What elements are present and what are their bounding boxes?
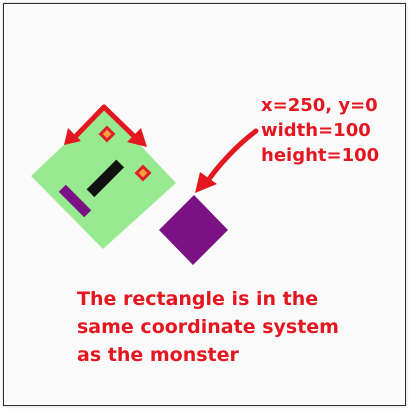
annotation-position: x=250, y=0: [261, 95, 378, 116]
diagram-canvas: [31, 104, 259, 265]
pointer-arrowhead: [195, 172, 217, 193]
monster-eye-left: [98, 125, 116, 143]
purple-rectangle: [159, 195, 228, 265]
monster-mouth: [86, 159, 125, 198]
annotation-height: height=100: [261, 145, 380, 166]
arrowhead-right: [127, 128, 147, 147]
monster-purple-bar: [58, 184, 92, 218]
caption-line-3: as the monster: [77, 344, 239, 366]
pointer-arrow: [204, 128, 259, 185]
canvas-frame: [3, 3, 406, 406]
arrowhead-left: [64, 128, 81, 145]
caption-text: The rectangle is in the same coordinate …: [77, 285, 339, 369]
corner-arrows: [70, 104, 142, 144]
annotation-width: width=100: [261, 120, 371, 141]
caption-line-1: The rectangle is in the: [77, 288, 319, 310]
coordinate-annotation: x=250, y=0 width=100 height=100: [261, 93, 379, 168]
caption-line-2: same coordinate system: [77, 316, 339, 338]
monster-eye-right: [134, 164, 152, 182]
